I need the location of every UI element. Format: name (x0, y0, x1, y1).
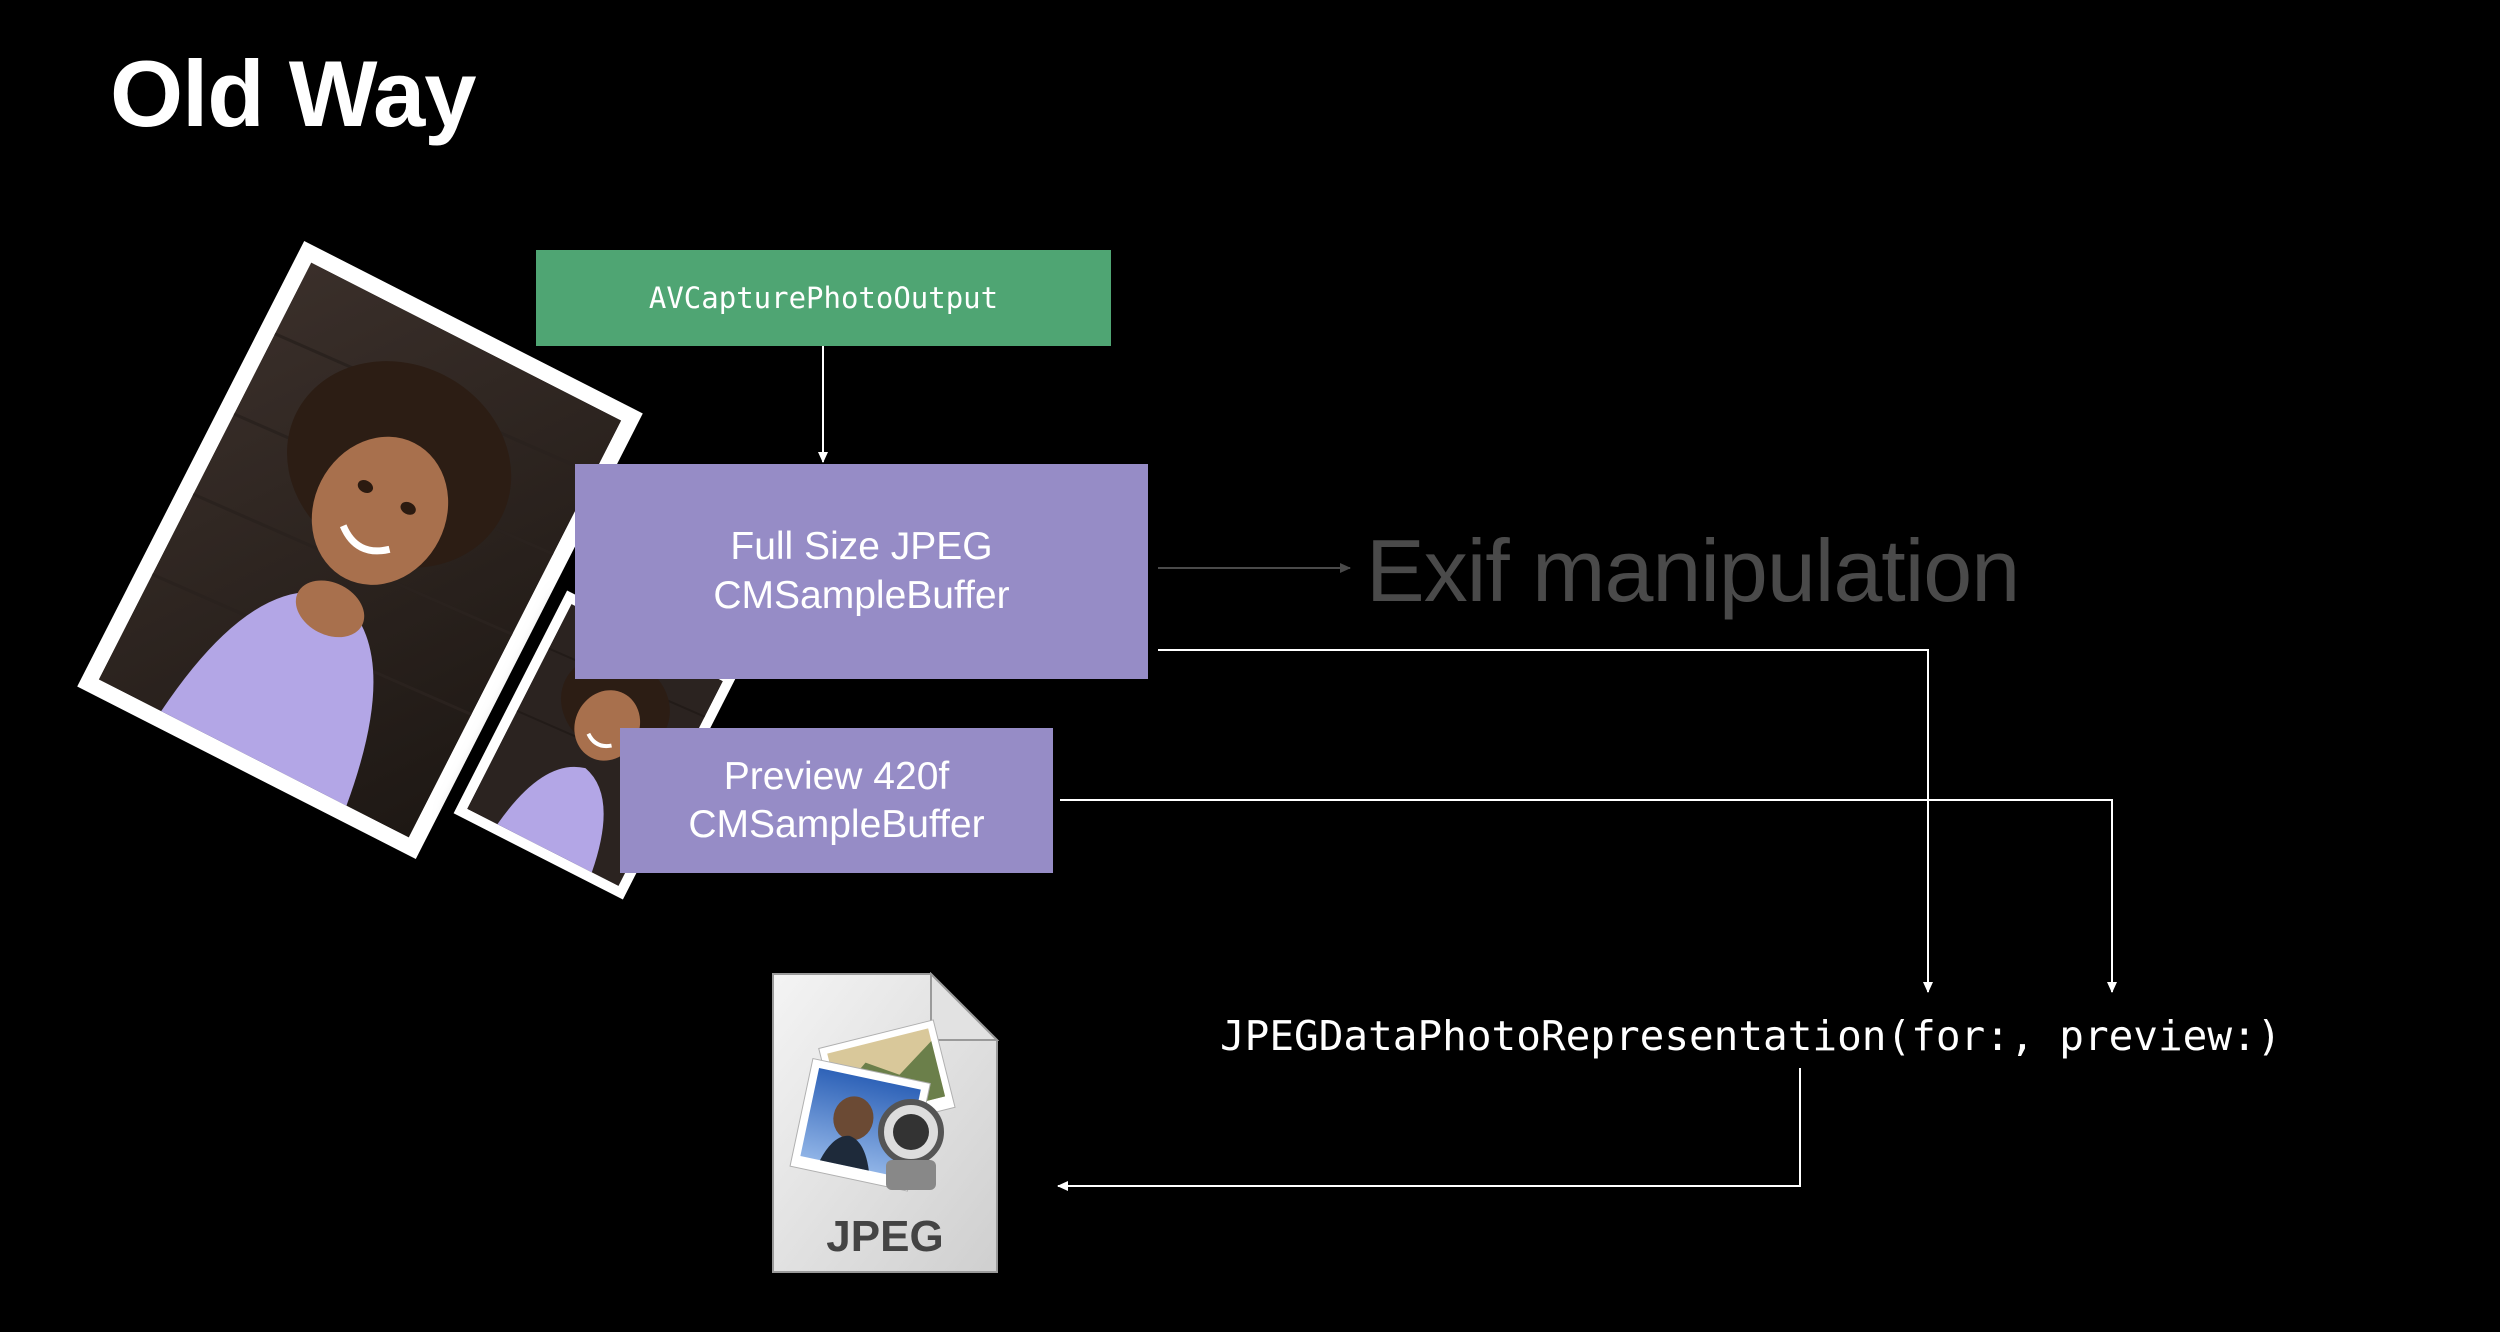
jpeg-to-api-arrow (1158, 649, 1933, 993)
full-size-jpeg-line2: CMSampleBuffer (713, 573, 1010, 617)
preview-line2: CMSampleBuffer (688, 802, 985, 846)
api-to-jpeg-file-arrow (1057, 1068, 1801, 1191)
preview-line1: Preview 420f (723, 754, 950, 798)
jpeg-file-icon: JPEG (771, 972, 999, 1274)
full-size-photo (77, 240, 643, 860)
preview-buffer-box: Preview 420f CMSampleBuffer (620, 728, 1053, 873)
avcapturephotooutput-box: AVCapturePhotoOutput (536, 250, 1111, 346)
slide-title: Old Way (110, 41, 477, 146)
preview-to-api-arrow (1060, 799, 2117, 993)
jpeg-data-photo-representation-call: JPEGDataPhotoRepresentation(for:, previe… (1220, 1012, 2282, 1060)
document-icon (772, 972, 999, 1273)
avcapturephotooutput-label: AVCapturePhotoOutput (648, 281, 999, 315)
girl-photo-image (98, 262, 622, 838)
full-size-jpeg-buffer-box: Full Size JPEG CMSampleBuffer (575, 464, 1148, 679)
full-size-jpeg-line1: Full Size JPEG (730, 524, 993, 568)
jpeg-file-label: JPEG (826, 1212, 944, 1261)
exif-manipulation-label: Exif manipulation (1366, 521, 2020, 620)
